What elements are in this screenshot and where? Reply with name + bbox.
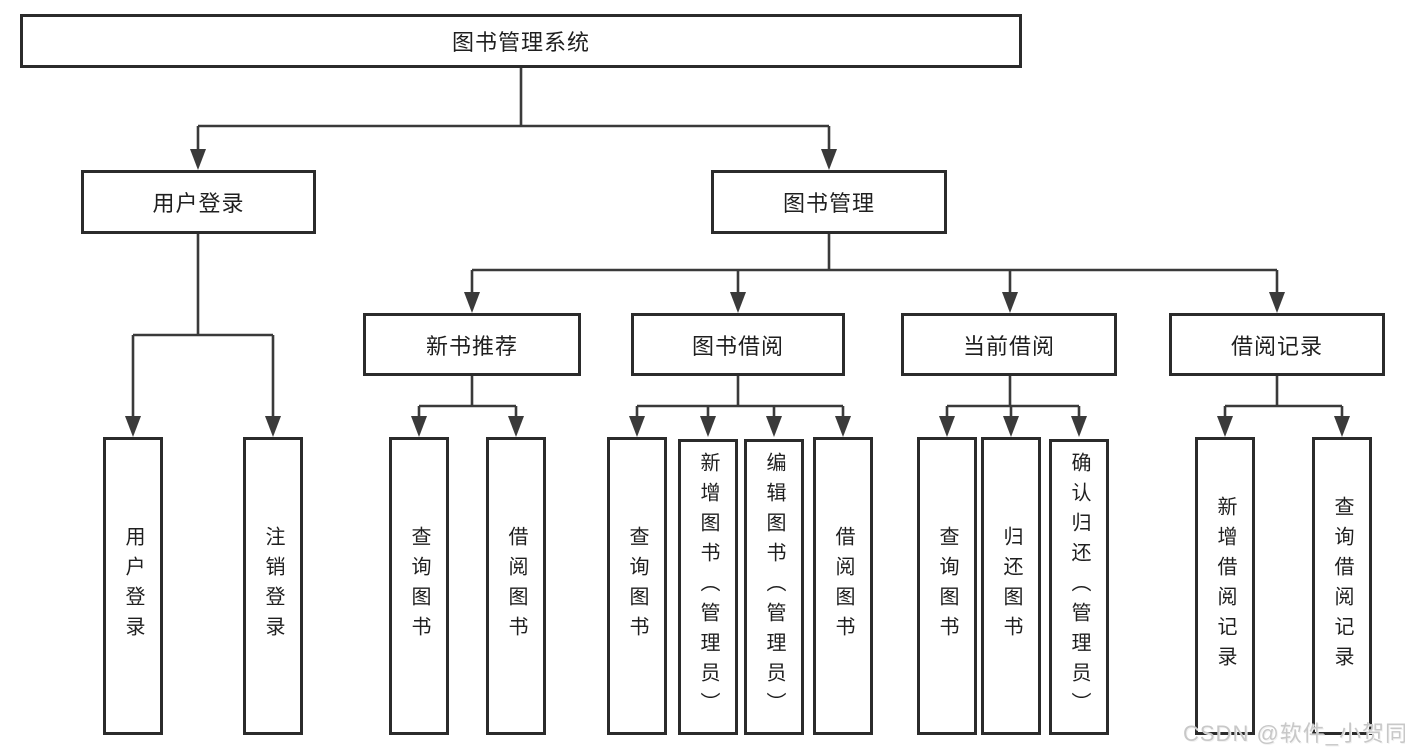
leaf-query-borrow-record: 查询借阅记录 (1312, 437, 1372, 735)
leaf-query-book: 查询图书 (917, 437, 977, 735)
arrow-down-icon (508, 416, 524, 437)
node-book-borrow: 图书借阅 (631, 313, 845, 376)
leaf-query-book: 查询图书 (389, 437, 449, 735)
node-current-borrow: 当前借阅 (901, 313, 1117, 376)
arrow-down-icon (190, 149, 206, 170)
arrow-down-icon (730, 292, 746, 313)
connector-new-book-recommend-children (411, 376, 524, 437)
arrow-down-icon (1217, 416, 1233, 437)
node-borrow-records: 借阅记录 (1169, 313, 1385, 376)
arrow-down-icon (1071, 416, 1087, 437)
arrow-down-icon (1003, 416, 1019, 437)
connector-current-borrow-children (939, 376, 1087, 437)
arrow-down-icon (700, 416, 716, 437)
leaf-logout-login: 注销登录 (243, 437, 303, 735)
node-user-login: 用户登录 (81, 170, 316, 234)
leaf-query-book: 查询图书 (607, 437, 667, 735)
leaf-user-login: 用户登录 (103, 437, 163, 735)
arrow-down-icon (265, 416, 281, 437)
arrow-down-icon (464, 292, 480, 313)
connector-user-login-children (125, 234, 281, 437)
leaf-add-borrow-record: 新增借阅记录 (1195, 437, 1255, 735)
arrow-down-icon (939, 416, 955, 437)
csdn-watermark: CSDN @软件_小贺同学 (1183, 721, 1405, 746)
leaf-borrow-book: 借阅图书 (813, 437, 873, 735)
leaf-add-book-admin: 新增图书（管理员） (678, 439, 738, 735)
arrow-down-icon (766, 416, 782, 437)
arrow-down-icon (125, 416, 141, 437)
leaf-borrow-book: 借阅图书 (486, 437, 546, 735)
node-new-book-recommend: 新书推荐 (363, 313, 581, 376)
arrow-down-icon (1002, 292, 1018, 313)
node-root-system: 图书管理系统 (20, 14, 1022, 68)
arrow-down-icon (411, 416, 427, 437)
connector-root-to-branches (190, 68, 837, 170)
arrow-down-icon (1269, 292, 1285, 313)
arrow-down-icon (629, 416, 645, 437)
leaf-return-book: 归还图书 (981, 437, 1041, 735)
leaf-confirm-return-admin: 确认归还（管理员） (1049, 439, 1109, 735)
leaf-edit-book-admin: 编辑图书（管理员） (744, 439, 804, 735)
connector-book-management-children (464, 234, 1285, 313)
connector-book-borrow-children (629, 376, 851, 437)
arrow-down-icon (835, 416, 851, 437)
arrow-down-icon (1334, 416, 1350, 437)
node-book-management: 图书管理 (711, 170, 947, 234)
arrow-down-icon (821, 149, 837, 170)
connector-borrow-records-children (1217, 376, 1350, 437)
